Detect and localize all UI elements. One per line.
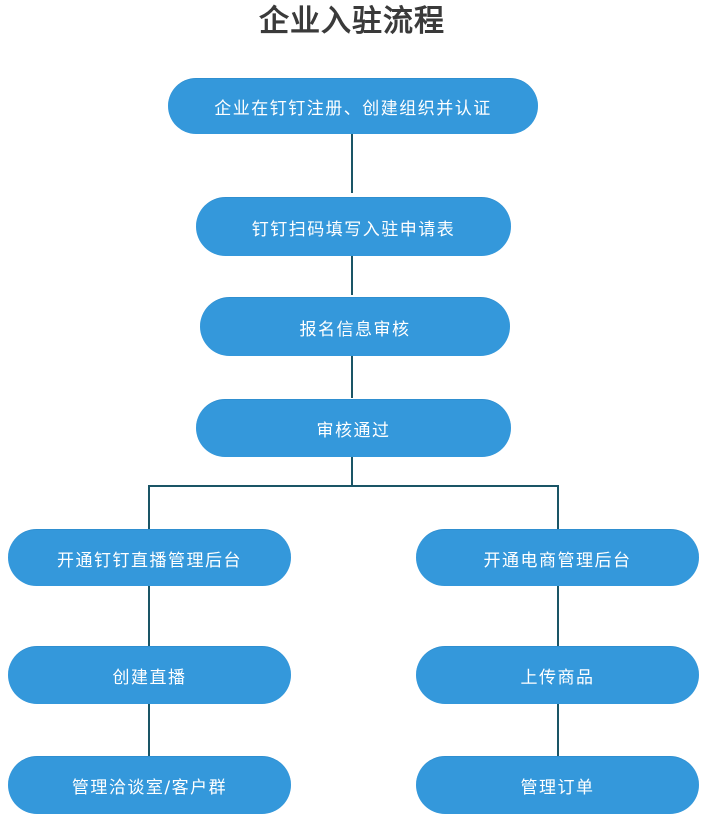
flow-node-label: 开通钉钉直播管理后台 [57, 550, 242, 571]
flow-node-enterprise-register[interactable]: 企业在钉钉注册、创建组织并认证 [168, 78, 538, 134]
flow-node-label: 审核通过 [316, 421, 391, 441]
flow-node-scan-application-form[interactable]: 钉钉扫码填写入驻申请表 [196, 197, 511, 256]
flow-node-open-ecommerce-backend[interactable]: 开通电商管理后台 [416, 529, 699, 586]
connector-r1-r2 [557, 586, 559, 646]
flow-node-review-passed[interactable]: 审核通过 [196, 399, 511, 457]
flow-node-label: 管理洽谈室/客户群 [71, 778, 228, 798]
flow-node-manage-orders[interactable]: 管理订单 [416, 756, 699, 814]
connector-r2-r3 [557, 704, 559, 756]
connector-n2-n3 [351, 256, 353, 295]
flow-node-label: 企业在钉钉注册、创建组织并认证 [214, 99, 492, 119]
connector-n3-n4 [351, 356, 353, 398]
connector-junction-right [557, 485, 559, 529]
flow-node-manage-chatroom-customer-group[interactable]: 管理洽谈室/客户群 [8, 756, 291, 814]
connector-n1-n2 [351, 134, 353, 193]
flow-node-open-live-backend[interactable]: 开通钉钉直播管理后台 [8, 529, 291, 586]
flow-node-create-live[interactable]: 创建直播 [8, 646, 291, 704]
flow-node-label: 上传商品 [520, 668, 595, 688]
flow-node-label: 开通电商管理后台 [483, 550, 632, 571]
connector-junction-left [148, 485, 150, 529]
connector-branch-bar [148, 485, 559, 487]
flow-node-upload-products[interactable]: 上传商品 [416, 646, 699, 704]
connector-n4-junction [351, 457, 353, 486]
page-title: 企业入驻流程 [259, 4, 445, 39]
flow-node-label: 管理订单 [520, 778, 595, 798]
flow-node-application-review[interactable]: 报名信息审核 [200, 297, 510, 356]
connector-l2-l3 [148, 704, 150, 756]
flow-node-label: 创建直播 [112, 668, 187, 688]
flow-node-label: 钉钉扫码填写入驻申请表 [251, 219, 456, 240]
connector-l1-l2 [148, 586, 150, 646]
flow-node-label: 报名信息审核 [299, 319, 411, 340]
